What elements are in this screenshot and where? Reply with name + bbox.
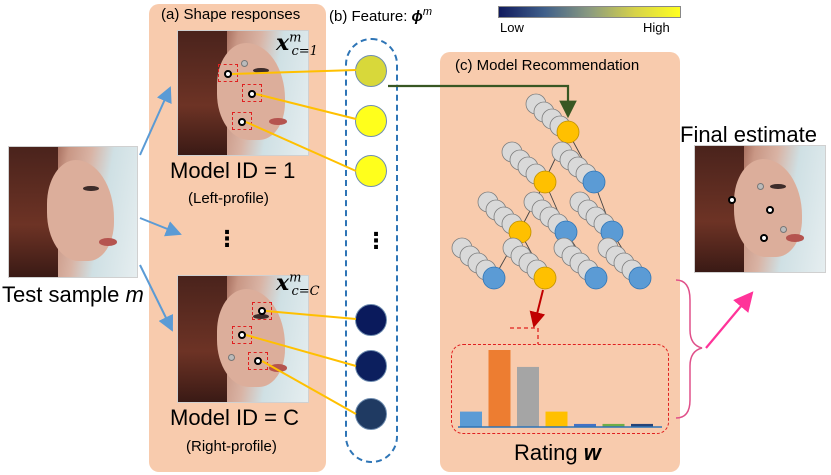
feature-node bbox=[355, 105, 387, 137]
model-1-landmark-gray bbox=[241, 60, 248, 67]
model-1-id-label: Model ID = 1 bbox=[170, 158, 296, 183]
to-final-arrow bbox=[705, 291, 754, 349]
rating-bar bbox=[517, 366, 539, 427]
models-vdots: ⋮ bbox=[216, 226, 238, 251]
panel-b-title: (b) Feature: ϕm bbox=[329, 6, 433, 25]
test-sample-image bbox=[8, 146, 138, 278]
test-sample-label: Test sample m bbox=[2, 282, 144, 307]
model-1-landmark bbox=[248, 90, 256, 98]
final-estimate-label: Final estimate bbox=[680, 122, 817, 147]
leaf-to-rating-arrow bbox=[529, 289, 546, 328]
rating-chart-box bbox=[451, 344, 669, 434]
feature-node bbox=[355, 304, 387, 336]
model-1-landmark bbox=[224, 70, 232, 78]
rating-label: Rating w bbox=[514, 440, 601, 465]
connector bbox=[261, 360, 357, 415]
model-c-view-label: (Right-profile) bbox=[186, 438, 277, 455]
final-landmark bbox=[728, 196, 736, 204]
panel-a-title: (a) Shape responses bbox=[161, 6, 301, 23]
rating-bar bbox=[545, 411, 568, 427]
feature-to-tree-arrow bbox=[388, 84, 577, 119]
final-landmark bbox=[760, 234, 768, 242]
model-1-image bbox=[177, 30, 309, 156]
colorbar-low-label: Low bbox=[500, 20, 524, 35]
connector bbox=[231, 69, 357, 75]
arrow-to-model-1 bbox=[139, 86, 172, 156]
model-c-landmark bbox=[258, 307, 266, 315]
feature-colorbar bbox=[498, 6, 681, 18]
model-c-nose-box bbox=[232, 326, 252, 344]
final-estimate-image bbox=[694, 145, 826, 273]
model-1-x-label: xmc=1 bbox=[276, 30, 318, 60]
connector bbox=[245, 121, 357, 172]
model-c-landmark-gray bbox=[228, 354, 235, 361]
model-c-x-label: xmc=C bbox=[276, 270, 320, 300]
brace bbox=[675, 279, 703, 419]
feature-column bbox=[345, 38, 398, 463]
arrow-to-model-c bbox=[139, 264, 173, 332]
model-1-mouth-box bbox=[232, 112, 252, 130]
model-c-landmark bbox=[238, 331, 246, 339]
arrow-to-middle bbox=[139, 217, 182, 237]
model-1-nose-box bbox=[242, 84, 262, 102]
rating-connector bbox=[510, 327, 539, 344]
model-c-landmark bbox=[254, 357, 262, 365]
connector bbox=[255, 93, 357, 120]
panel-c-title: (c) Model Recommendation bbox=[455, 57, 640, 74]
connector bbox=[265, 310, 357, 320]
model-c-image bbox=[177, 275, 309, 403]
rating-bars bbox=[460, 350, 653, 427]
final-landmark-gray bbox=[780, 226, 787, 233]
tree-nodes bbox=[451, 93, 652, 290]
rating-bar bbox=[488, 350, 511, 427]
features-vdots: ⋮ bbox=[365, 228, 387, 253]
colorbar-high-label: High bbox=[643, 20, 670, 35]
final-landmark-gray bbox=[757, 183, 764, 190]
rating-bar bbox=[602, 423, 625, 427]
connector bbox=[245, 334, 357, 367]
model-c-mouth-box bbox=[248, 352, 268, 370]
model-c-id-label: Model ID = C bbox=[170, 405, 299, 430]
final-landmark bbox=[766, 206, 774, 214]
rating-bar bbox=[631, 423, 653, 427]
model-1-view-label: (Left-profile) bbox=[188, 190, 269, 207]
model-1-landmark bbox=[238, 118, 246, 126]
rating-bar bbox=[574, 423, 596, 427]
rating-bar bbox=[460, 411, 482, 427]
